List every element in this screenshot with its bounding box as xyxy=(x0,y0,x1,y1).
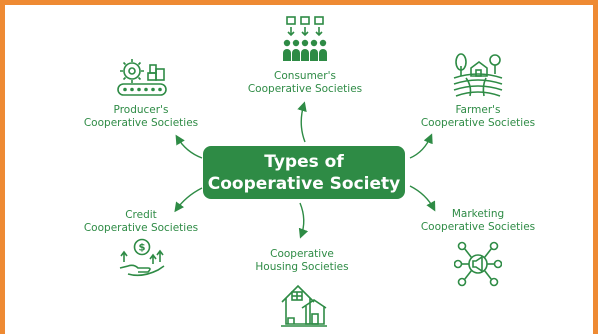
marketing-label-line2: Cooperative Societies xyxy=(420,221,536,233)
center-node: Types of Cooperative Society xyxy=(203,146,405,199)
producer-label-line2: Cooperative Societies xyxy=(83,117,199,129)
node-housing: Cooperative Housing Societies xyxy=(232,248,372,274)
credit-label-line1: Credit xyxy=(125,209,157,221)
node-farmer: Farmer's Cooperative Societies xyxy=(408,104,548,130)
svg-text:$: $ xyxy=(139,243,146,254)
housing-label-line1: Cooperative xyxy=(270,248,334,260)
arrow-to-credit xyxy=(174,187,203,213)
housing-label-line2: Housing Societies xyxy=(255,261,349,273)
farmer-label-line2: Cooperative Societies xyxy=(420,117,536,129)
consumer-label-line2: Cooperative Societies xyxy=(247,83,363,95)
arrow-to-consumer xyxy=(297,101,307,143)
node-credit: Credit Cooperative Societies xyxy=(71,209,211,235)
arrow-to-housing xyxy=(298,202,309,239)
credit-label-line2: Cooperative Societies xyxy=(83,222,199,234)
farm-field-icon xyxy=(453,53,503,97)
farmer-label-line1: Farmer's xyxy=(455,104,501,116)
node-producer: Producer's Cooperative Societies xyxy=(71,104,211,130)
gear-conveyor-icon xyxy=(117,59,167,96)
center-title-line2: Cooperative Society xyxy=(207,173,401,194)
arrow-to-producer xyxy=(175,134,203,159)
producer-label-line1: Producer's xyxy=(113,104,169,116)
center-title-line1: Types of xyxy=(264,151,344,172)
hand-coin-growth-icon: $ xyxy=(119,238,165,277)
people-with-products-icon xyxy=(283,16,327,61)
arrow-to-farmer xyxy=(409,133,433,159)
arrow-to-marketing xyxy=(409,185,436,212)
marketing-label-line1: Marketing xyxy=(451,208,505,220)
consumer-label-line1: Consumer's xyxy=(274,70,336,82)
house-icon xyxy=(281,284,327,327)
megaphone-network-icon xyxy=(454,241,502,287)
node-marketing: Marketing Cooperative Societies xyxy=(408,208,548,234)
node-consumer: Consumer's Cooperative Societies xyxy=(232,70,378,96)
